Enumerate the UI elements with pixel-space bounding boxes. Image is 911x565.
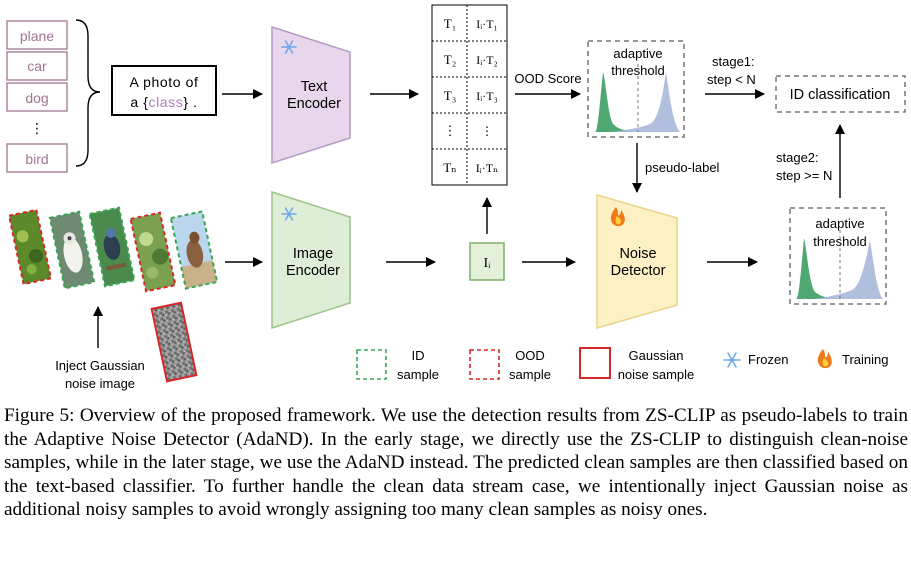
class-label: plane xyxy=(20,28,54,44)
stage1-label-1: stage1: xyxy=(712,54,755,69)
legend-gaussian-label-1: Gaussian xyxy=(629,348,684,363)
sample-image-grass xyxy=(7,208,53,286)
legend-ood-label-1: OOD xyxy=(515,348,545,363)
text-feature-label: T₁ xyxy=(444,16,456,31)
figure-caption: Figure 5: Overview of the proposed frame… xyxy=(4,405,908,521)
class-box-car xyxy=(6,51,68,81)
similarity-product: Iᵢ·T₃ xyxy=(476,89,497,103)
class-list: plane car dog ⋮ bird xyxy=(6,20,68,173)
id-classification-label: ID classification xyxy=(790,87,891,103)
legend-training-label: Training xyxy=(842,352,888,367)
flame-icon-core xyxy=(615,216,621,225)
stage2-label-1: stage2: xyxy=(776,150,819,165)
sample-image-dog xyxy=(169,210,219,290)
curly-brace xyxy=(75,19,101,167)
histogram-id-bottom xyxy=(796,238,840,299)
stage1-label-2: step < N xyxy=(707,72,756,87)
snowflake-icon xyxy=(281,207,297,221)
class-box-bird xyxy=(6,143,68,173)
sample-images xyxy=(7,206,219,293)
stage2-label-2: step >= N xyxy=(776,168,832,183)
class-label: car xyxy=(27,58,47,74)
legend-training-icon-core xyxy=(822,358,828,367)
gaussian-noise-image xyxy=(150,301,198,383)
framework-diagram: plane car dog ⋮ bird A photo of a {class… xyxy=(6,4,906,391)
prompt-box xyxy=(111,65,217,116)
legend-frozen-label: Frozen xyxy=(748,352,788,367)
similarity-product: ⋮ xyxy=(481,124,493,138)
histogram-ood-top xyxy=(612,72,680,132)
legend-ood-swatch xyxy=(469,349,500,380)
prompt-line2: a {class} . xyxy=(130,94,197,110)
text-feature-label: ⋮ xyxy=(444,123,457,138)
text-encoder xyxy=(271,25,351,165)
threshold-label-top-1: adaptive xyxy=(613,46,662,61)
legend-id-swatch xyxy=(356,349,387,380)
legend-id-label-2: sample xyxy=(397,367,439,382)
histogram-id-top xyxy=(595,72,638,132)
image-encoder xyxy=(271,190,351,330)
snowflake-icon xyxy=(281,40,297,54)
sample-image-bird xyxy=(88,206,136,288)
inject-label-2: noise image xyxy=(65,376,135,391)
class-label: bird xyxy=(25,151,48,167)
class-ellipsis: ⋮ xyxy=(30,120,44,136)
noise-detector xyxy=(596,194,678,329)
class-label: dog xyxy=(25,90,48,106)
class-box-plane xyxy=(6,20,68,50)
prompt-line1: A photo of xyxy=(129,74,198,90)
legend-frozen-icon xyxy=(723,352,741,368)
text-feature-label: Tₙ xyxy=(443,160,457,175)
similarity-product: Iᵢ·T₁ xyxy=(476,17,497,31)
inject-label-1: Inject Gaussian xyxy=(55,358,145,373)
noise-detector-label-2: Detector xyxy=(611,263,666,279)
legend: ID sample OOD sample Gaussian noise samp… xyxy=(356,347,888,382)
text-feature-label: T₃ xyxy=(444,88,456,103)
pseudo-label-text: pseudo-label xyxy=(645,160,720,175)
class-box-dog xyxy=(6,82,68,112)
threshold-label-bottom-1: adaptive xyxy=(815,216,864,231)
similarity-product: Iᵢ·T₂ xyxy=(476,53,497,67)
sample-image-plant xyxy=(129,211,177,293)
legend-ood-label-2: sample xyxy=(509,367,551,382)
image-feature-label: Iᵢ xyxy=(484,256,492,271)
ood-score-label: OOD Score xyxy=(514,71,581,86)
similarity-product: Iᵢ·Tₙ xyxy=(476,161,498,175)
histogram-ood-bottom xyxy=(814,240,883,299)
sample-image-cat xyxy=(48,210,96,290)
noise-detector-label-1: Noise xyxy=(619,246,656,262)
text-encoder-label-1: Text xyxy=(301,79,328,95)
image-encoder-label-2: Encoder xyxy=(286,263,340,279)
text-feature-label: T₂ xyxy=(444,52,456,67)
flame-icon xyxy=(610,207,625,227)
legend-id-label-1: ID xyxy=(412,348,425,363)
image-feature-box xyxy=(469,242,505,281)
legend-gaussian-swatch xyxy=(579,347,611,379)
id-classification-box xyxy=(775,75,906,113)
image-encoder-label-1: Image xyxy=(293,246,333,262)
threshold-label-bottom-2: threshold xyxy=(813,234,866,249)
legend-training-icon xyxy=(817,349,832,369)
legend-gaussian-label-2: noise sample xyxy=(618,367,695,382)
similarity-table: T₁ T₂ T₃ ⋮ Tₙ Iᵢ·T₁ Iᵢ·T₂ Iᵢ·T₃ ⋮ Iᵢ·Tₙ xyxy=(431,4,508,186)
text-encoder-label-2: Encoder xyxy=(287,96,341,112)
